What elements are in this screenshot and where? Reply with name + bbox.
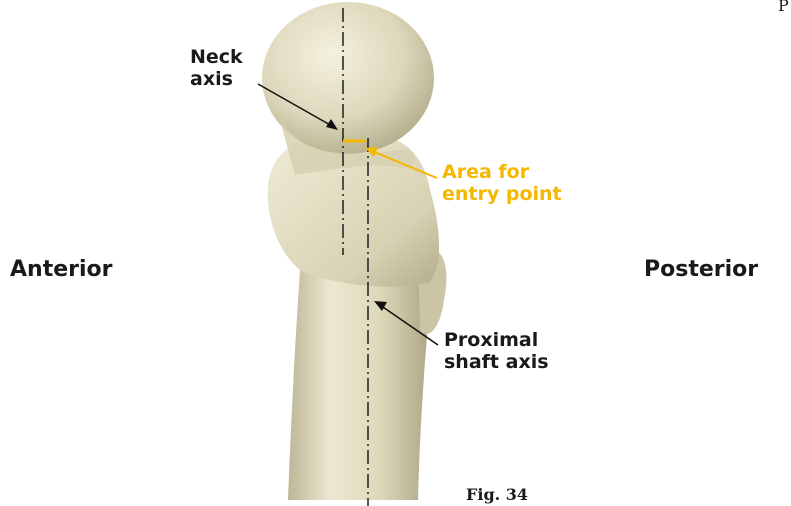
neck-axis-label: Neck axis xyxy=(190,47,243,91)
posterior-label: Posterior xyxy=(644,257,758,282)
proximal-shaft-axis-label-line2: shaft axis xyxy=(444,352,549,374)
corner-text-fragment: P xyxy=(778,0,789,15)
entry-area-label-line2: entry point xyxy=(442,184,562,206)
femur-shaft xyxy=(288,270,432,500)
entry-area-label-line1: Area for xyxy=(442,162,562,184)
anterior-label: Anterior xyxy=(10,257,112,282)
neck-axis-label-line1: Neck xyxy=(190,47,243,69)
proximal-shaft-axis-label: Proximal shaft axis xyxy=(444,330,549,374)
figure-caption: Fig. 34 xyxy=(466,485,528,504)
entry-area-label: Area for entry point xyxy=(442,162,562,206)
proximal-shaft-axis-label-line1: Proximal xyxy=(444,330,549,352)
neck-axis-label-line2: axis xyxy=(190,69,243,91)
